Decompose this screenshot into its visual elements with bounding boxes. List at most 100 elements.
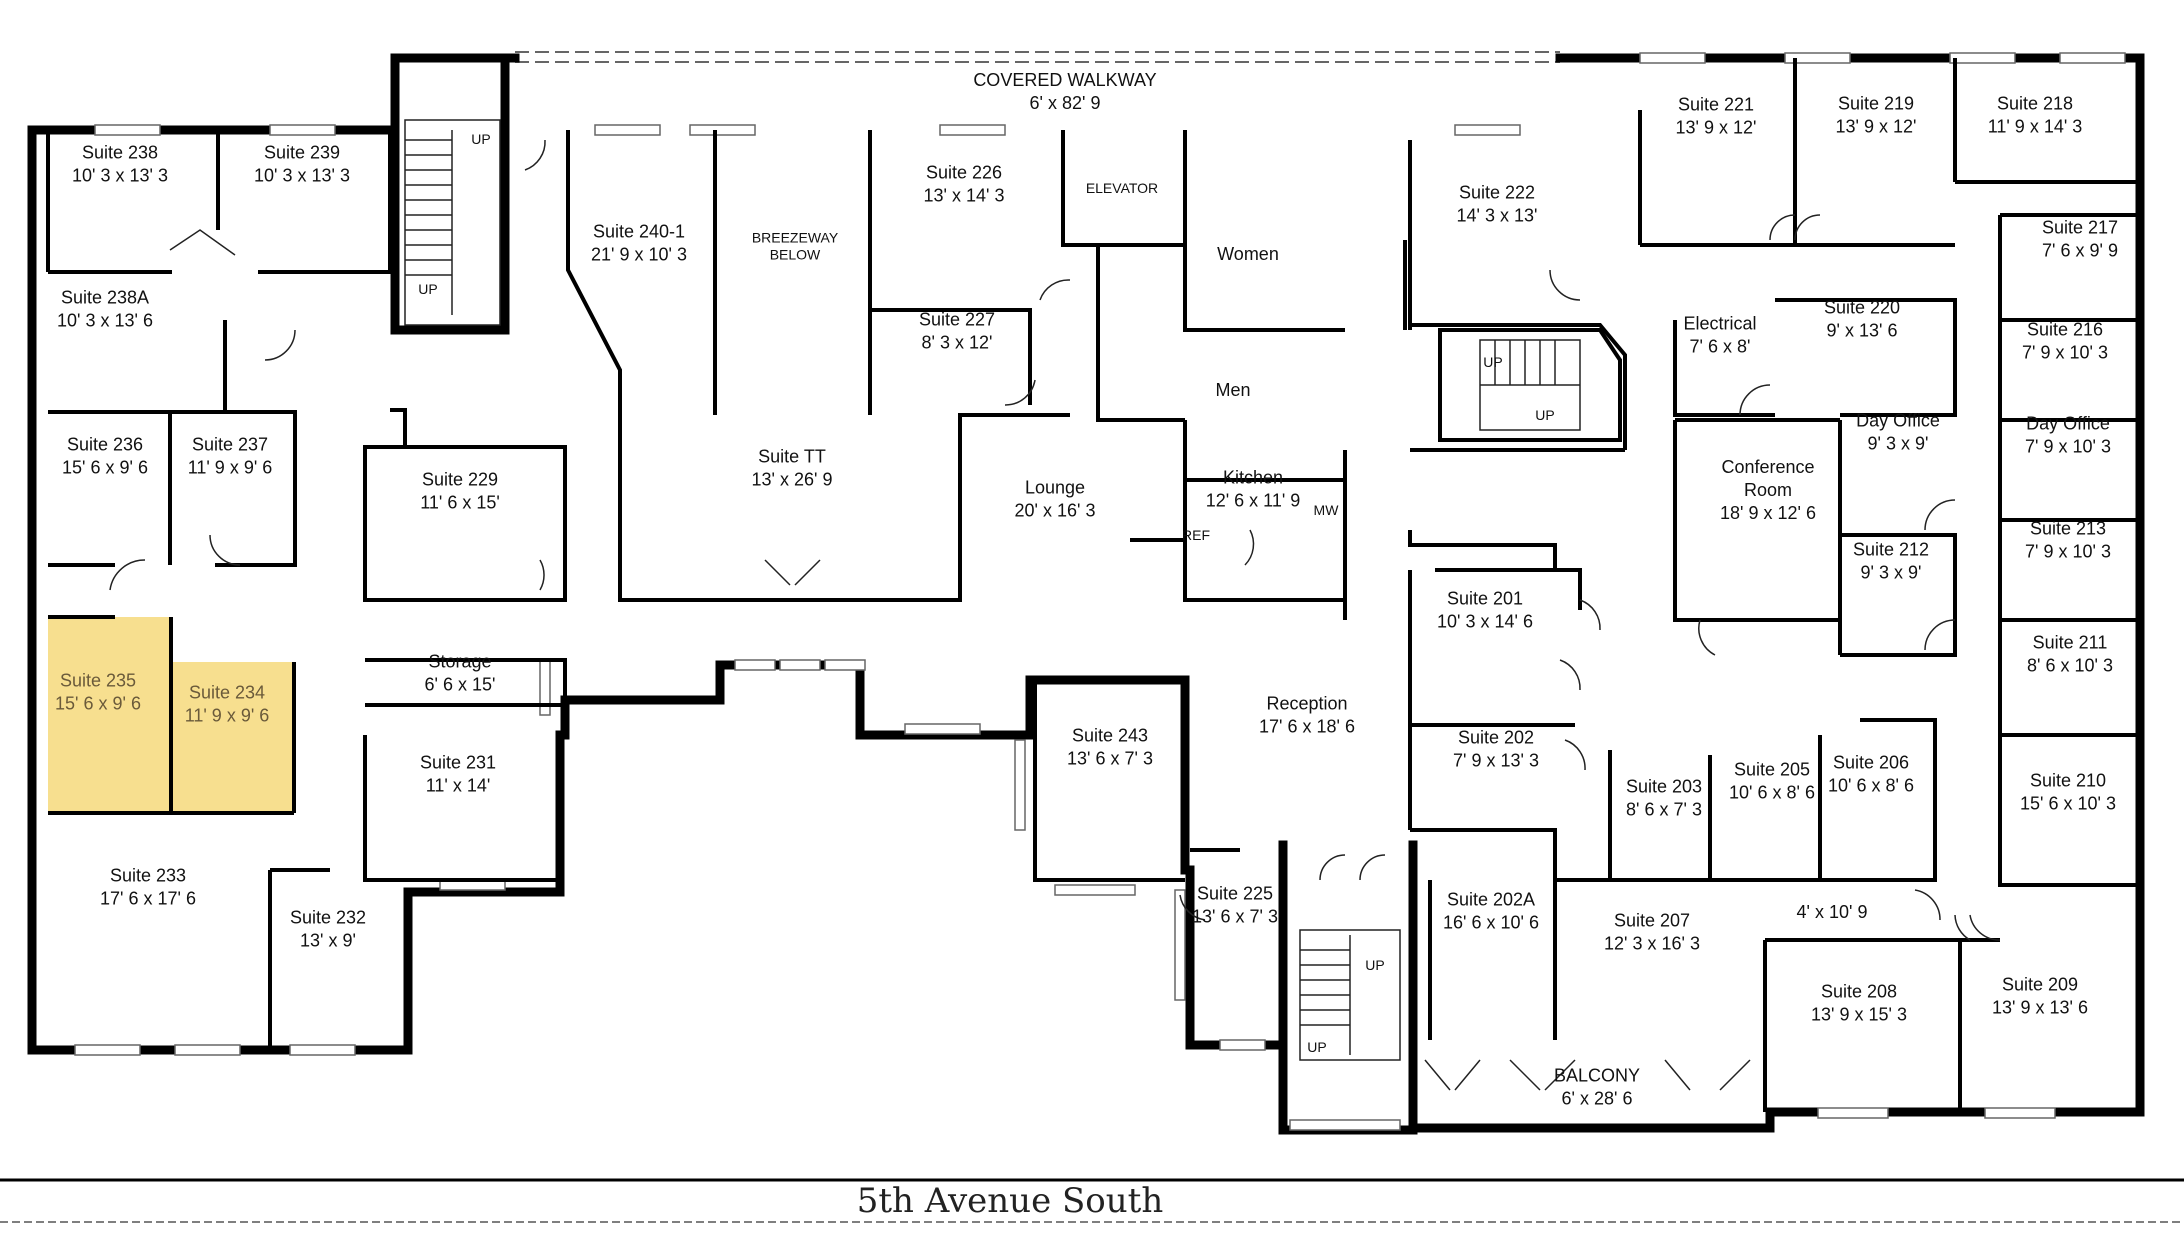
room-dimension: 13' 9 x 15' 3: [1811, 1005, 1907, 1025]
room-dimension: 13' 6 x 7' 3: [1067, 749, 1153, 769]
room-label: Reception: [1266, 694, 1347, 714]
room-label: Kitchen: [1223, 468, 1283, 488]
room-213: Suite 213 7' 9 x 10' 3: [2025, 519, 2111, 562]
walkway-title: COVERED WALKWAY: [973, 70, 1156, 90]
room-label: Suite 202: [1458, 728, 1534, 748]
microwave-label: MW: [1314, 502, 1340, 518]
room-label: Storage: [428, 652, 491, 672]
room-221: Suite 221 13' 9 x 12': [1676, 95, 1757, 138]
room-dimension: 7' 9 x 10' 3: [2022, 343, 2108, 363]
room-dimension: 13' x 14' 3: [924, 186, 1005, 206]
room-elevator: ELEVATOR: [1086, 180, 1158, 196]
room-dimension: 21' 9 x 10' 3: [591, 245, 687, 265]
room-dimension: 17' 6 x 17' 6: [100, 889, 196, 909]
room-label: Suite 233: [110, 866, 186, 886]
room-dimension: 12' 6 x 11' 9: [1206, 491, 1301, 511]
street-name: 5th Avenue South: [857, 1181, 1163, 1221]
room-label: Suite 240-1: [593, 222, 685, 242]
room-dimension: 11' 9 x 9' 6: [185, 706, 270, 726]
room-dimension: 7' 9 x 10' 3: [2025, 542, 2111, 562]
windows: [74, 52, 2126, 1131]
room-label: Suite 209: [2002, 975, 2078, 995]
highlighted-suites: [48, 617, 294, 813]
room-label: Suite 238: [82, 143, 158, 163]
room-label: Suite 202A: [1447, 890, 1535, 910]
room-lounge: Lounge 20' x 16' 3: [1015, 478, 1096, 521]
room-label: Suite 207: [1614, 911, 1690, 931]
room-label: Electrical: [1683, 314, 1756, 334]
room-dimension: BELOW: [770, 247, 821, 263]
room-dimension: 10' 3 x 13' 6: [57, 311, 153, 331]
stairwells: [404, 119, 1581, 1061]
room-label: Suite 201: [1447, 589, 1523, 609]
room-dimension: 13' 6 x 7' 3: [1192, 907, 1278, 927]
room-dimension: 10' 6 x 8' 6: [1828, 776, 1914, 796]
room-dimension: 11' 6 x 15': [420, 493, 500, 513]
room-label: Suite 203: [1626, 777, 1702, 797]
room-dimension: 6' 6 x 15': [425, 675, 496, 695]
room-dimension: 13' 9 x 12': [1676, 118, 1757, 138]
room-label: Suite 232: [290, 908, 366, 928]
stair-up-label: UP: [471, 131, 490, 147]
room-dimension: Room: [1744, 480, 1792, 500]
room-label: Suite 225: [1197, 884, 1273, 904]
room-label: Suite 236: [67, 435, 143, 455]
room-dimension: 15' 6 x 9' 6: [62, 458, 148, 478]
room-label: Suite 229: [422, 470, 498, 490]
room-dimension: 20' x 16' 3: [1015, 501, 1096, 521]
room-label: Lounge: [1025, 478, 1085, 498]
room-label: Day Office: [1856, 411, 1940, 431]
room-dimension: 15' 6 x 9' 6: [55, 694, 141, 714]
room-233: Suite 233 17' 6 x 17' 6: [100, 866, 196, 909]
room-dimension: 13' x 26' 9: [752, 470, 833, 490]
room-dimension: 13' 9 x 12': [1836, 117, 1917, 137]
room-203: Suite 203 8' 6 x 7' 3: [1626, 777, 1702, 820]
room-label: Suite 213: [2030, 519, 2106, 539]
hall-dimension: 4' x 10' 9: [1797, 902, 1868, 922]
room-label: Suite 221: [1678, 95, 1754, 115]
suite-234-fill: [171, 662, 294, 813]
room-label: Suite 210: [2030, 771, 2106, 791]
room-label: Suite 239: [264, 143, 340, 163]
room-label: Suite 212: [1853, 540, 1929, 560]
stair-up-label: UP: [1535, 407, 1554, 423]
room-label: Suite 243: [1072, 726, 1148, 746]
room-dimension: 17' 6 x 18' 6: [1259, 717, 1355, 737]
walkway-dimension: 6' x 82' 9: [1030, 93, 1101, 113]
room-label: Suite 238A: [61, 288, 149, 308]
room-label: BREEZEWAY: [752, 230, 839, 246]
room-dimension: 12' 3 x 16' 3: [1604, 934, 1700, 954]
room-label: Conference: [1721, 457, 1814, 477]
room-label: Day Office: [2026, 414, 2110, 434]
room-dimension: 8' 6 x 7' 3: [1626, 800, 1702, 820]
room-dimension: 9' 3 x 9': [1868, 434, 1929, 454]
room-label: ELEVATOR: [1086, 180, 1158, 196]
room-label: Suite 222: [1459, 183, 1535, 203]
room-label: Suite 226: [926, 163, 1002, 183]
room-dimension: 8' 3 x 12': [922, 333, 993, 353]
room-label: Men: [1215, 380, 1250, 400]
room-226: Suite 226 13' x 14' 3: [924, 163, 1005, 206]
room-dimension: 10' 6 x 8' 6: [1729, 783, 1815, 803]
